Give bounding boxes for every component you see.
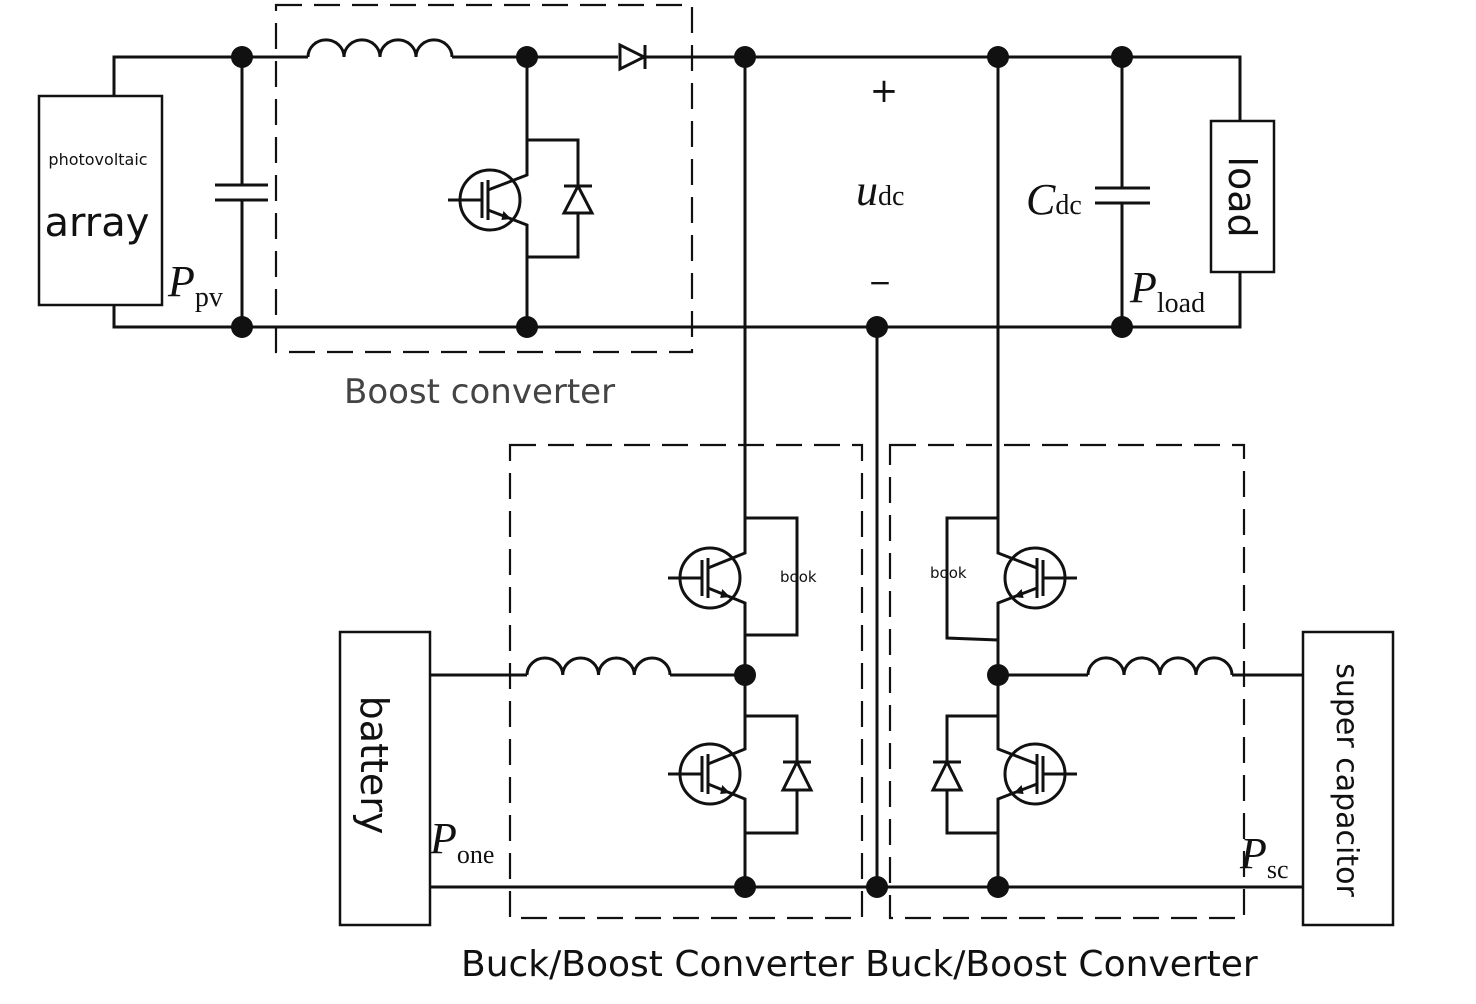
junction-node <box>231 46 253 68</box>
pone-label: Pone <box>429 814 494 869</box>
igbt-collector <box>996 533 1038 570</box>
pload-sub: load <box>1157 288 1205 319</box>
wires <box>112 55 1303 889</box>
supercap-label: super capacitor <box>1329 663 1364 897</box>
inductor-icon <box>525 656 672 676</box>
psc-main: P <box>1239 829 1267 878</box>
wire <box>527 138 580 186</box>
igbt-transistor-icon <box>668 533 747 623</box>
psc-label: Psc <box>1239 829 1289 884</box>
diode-icon <box>618 42 648 72</box>
wire <box>945 714 998 762</box>
psc-sub: sc <box>1267 855 1289 884</box>
boost-converter-label: Boost converter <box>344 372 615 412</box>
igbt-collector <box>996 729 1038 766</box>
supercap-converter-box <box>888 443 1246 920</box>
igbt-emitter-arrow <box>720 589 731 598</box>
junction-node <box>1111 46 1133 68</box>
junction-node <box>516 46 538 68</box>
igbt-collector <box>487 155 529 192</box>
junction-node <box>734 664 756 686</box>
diode-icon <box>561 182 595 215</box>
junction-node <box>866 316 888 338</box>
supercap-box <box>1301 630 1395 927</box>
wire <box>945 516 999 642</box>
igbt-emitter <box>487 208 529 245</box>
wire <box>745 714 799 762</box>
ppv-label: Ppv <box>167 257 223 313</box>
diode-icon <box>780 758 814 792</box>
book-label-right: book <box>930 564 967 582</box>
boost-converter-box <box>274 3 694 354</box>
cdc-main: C <box>1026 175 1056 224</box>
junction-node <box>734 46 756 68</box>
igbt-transistor-icon <box>996 729 1077 819</box>
ppv-sub: pv <box>195 282 223 313</box>
wire <box>646 55 1242 121</box>
pone-main: P <box>429 814 457 863</box>
diode-icon <box>930 758 964 792</box>
battery-box <box>338 630 432 927</box>
wire <box>527 213 580 259</box>
igbt-emitter-arrow <box>1013 589 1024 598</box>
junction-node <box>231 316 253 338</box>
junction-node <box>987 46 1009 68</box>
igbt-transistor-icon <box>668 729 747 819</box>
pv-label-line2: array <box>45 200 150 246</box>
igbt-transistor-icon <box>996 533 1077 623</box>
igbt-emitter-arrow <box>720 785 731 794</box>
igbt-emitter <box>707 782 747 819</box>
igbt-collector <box>707 533 747 570</box>
wire <box>745 790 799 835</box>
junction-node <box>734 876 756 898</box>
igbt-collector <box>707 729 747 766</box>
junction-node <box>987 876 1009 898</box>
igbt-emitter-arrow <box>501 211 512 220</box>
parts <box>215 38 1234 898</box>
battery-converter-box <box>508 443 864 920</box>
inductor-icon <box>1086 656 1234 676</box>
igbt-emitter-arrow <box>1013 785 1024 794</box>
pload-label: Pload <box>1129 263 1205 319</box>
pv-label-line1: photovoltaic <box>48 150 147 169</box>
minus-sign: − <box>868 266 891 299</box>
udc-sub: dc <box>878 181 904 212</box>
cdc-label: Cdc <box>1026 175 1082 224</box>
load-label: load <box>1220 156 1264 237</box>
load-box <box>1209 119 1276 274</box>
igbt-emitter <box>996 782 1038 819</box>
wire <box>112 55 308 96</box>
igbt-emitter <box>707 586 747 623</box>
wire <box>112 272 1242 329</box>
junction-node <box>987 664 1009 686</box>
wire <box>745 516 799 637</box>
pload-main: P <box>1129 263 1157 312</box>
udc-main: u <box>856 166 878 215</box>
battery-label: battery <box>352 696 396 835</box>
ppv-main: P <box>167 257 195 306</box>
inductor-icon <box>306 38 454 58</box>
cdc-sub: dc <box>1055 190 1081 221</box>
buck-boost-converter-labels: Buck/Boost Converter Buck/Boost Converte… <box>461 944 1258 985</box>
udc-label: udc <box>856 166 904 215</box>
igbt-emitter <box>996 586 1038 623</box>
junction-node <box>516 316 538 338</box>
wire <box>945 790 998 835</box>
book-label-left: book <box>780 568 817 586</box>
pone-sub: one <box>457 840 495 869</box>
igbt-transistor-icon <box>448 155 529 245</box>
plus-sign: + <box>870 71 899 111</box>
junction-node <box>1111 316 1133 338</box>
junction-node <box>866 876 888 898</box>
pv-array-box <box>37 94 164 307</box>
